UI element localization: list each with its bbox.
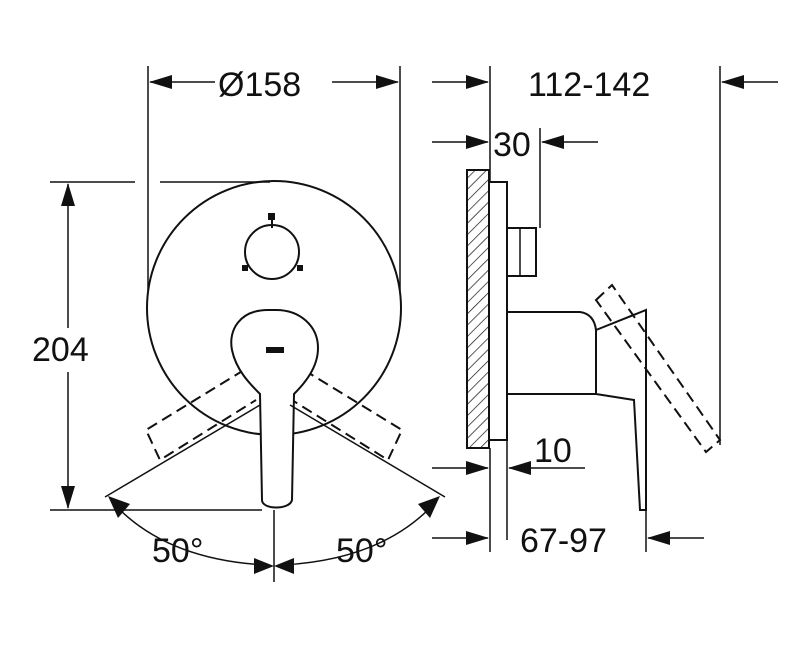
side-rosette bbox=[488, 181, 508, 441]
height-dimension: 204 bbox=[32, 181, 270, 511]
side-view: 30 112-142 10 67-97 bbox=[432, 66, 778, 560]
front-view bbox=[104, 180, 446, 582]
diverter-knob bbox=[242, 213, 303, 280]
angle-right-label: 50° bbox=[336, 532, 387, 570]
projection-label: 67-97 bbox=[520, 522, 607, 560]
lever-rotation-left bbox=[144, 369, 257, 462]
diameter-dimension: Ø158 bbox=[147, 66, 401, 290]
offset-label: 10 bbox=[534, 432, 572, 470]
lever-rotation-right bbox=[291, 369, 404, 462]
rough-in-box bbox=[506, 227, 537, 277]
angle-left-label: 50° bbox=[152, 532, 203, 570]
diameter-label: Ø158 bbox=[218, 66, 301, 104]
height-label: 204 bbox=[32, 331, 89, 369]
valve-body bbox=[507, 311, 597, 395]
body-depth-label: 30 bbox=[493, 126, 531, 164]
side-lever bbox=[595, 308, 647, 511]
lever-handle bbox=[230, 309, 320, 509]
wall-section bbox=[466, 169, 490, 449]
overall-depth-label: 112-142 bbox=[528, 66, 650, 104]
